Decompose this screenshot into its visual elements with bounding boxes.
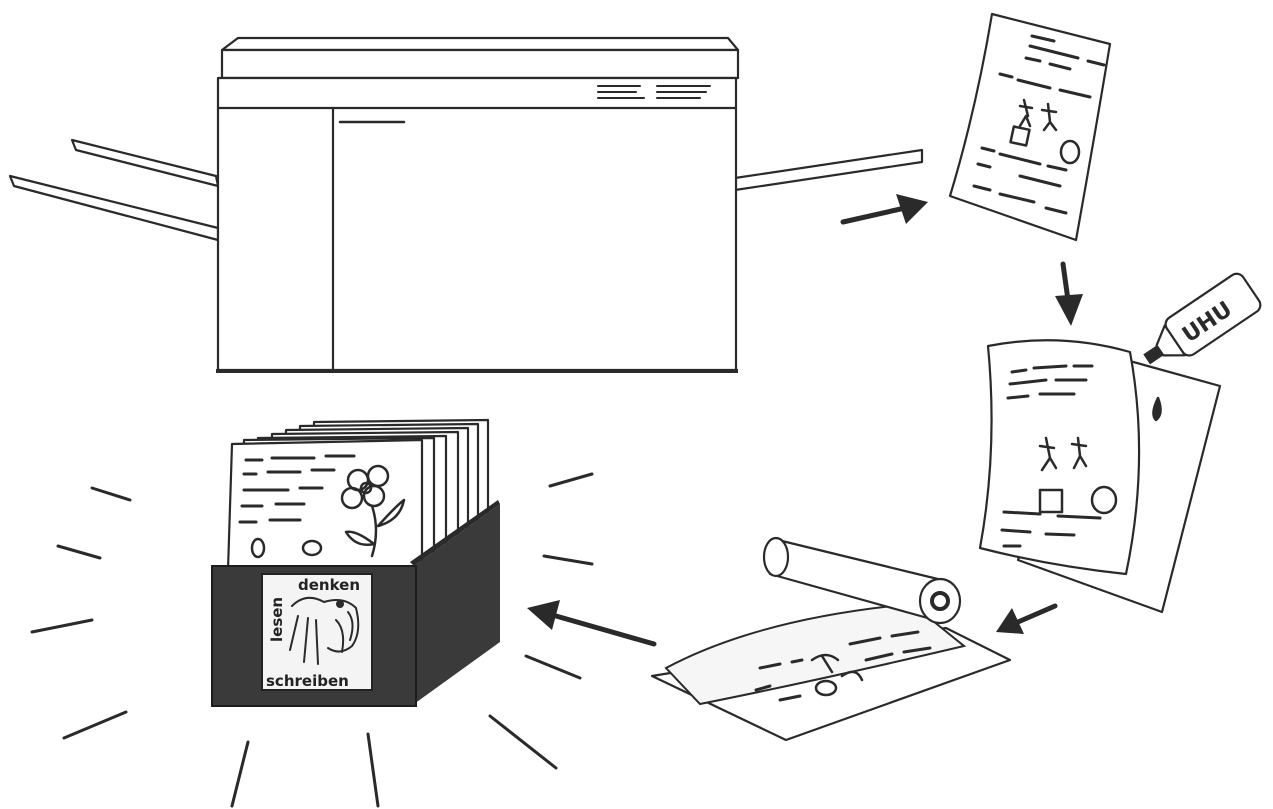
label-word-top: denken [298, 576, 360, 594]
label-word-bottom: schreiben [266, 672, 349, 690]
copy-machine [10, 38, 922, 371]
arrow-to-copy-icon [843, 194, 928, 224]
label-word-side: lesen [268, 597, 286, 642]
glue-step: UHU [980, 271, 1263, 612]
input-tray-icon [10, 140, 218, 240]
machine-top-band [222, 50, 738, 78]
glue-tube-icon: UHU [1134, 271, 1263, 378]
glued-sheet [980, 340, 1139, 574]
box-label: denken lesen schreiben [262, 574, 372, 690]
output-tray-icon [735, 150, 922, 190]
arrow-down-to-glue-icon [1055, 264, 1083, 326]
arrow-to-laminate-icon [996, 606, 1055, 634]
arrow-to-box-icon [527, 600, 654, 644]
laminating-step [652, 538, 1010, 740]
machine-body [218, 78, 736, 370]
machine-lid [222, 38, 738, 50]
copied-sheet [950, 14, 1110, 240]
card-box: denken lesen schreiben [212, 420, 500, 706]
